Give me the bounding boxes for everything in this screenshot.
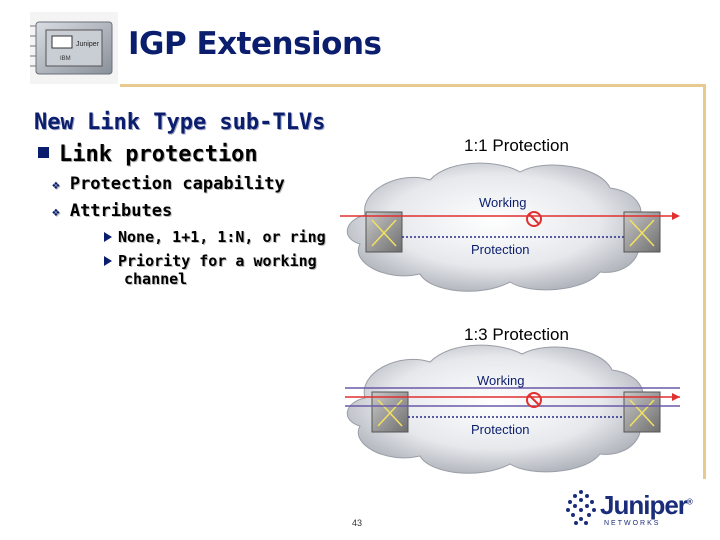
diagram-1-1 xyxy=(340,162,680,292)
attr-item-priority-cont: channel xyxy=(124,270,188,288)
sub-bullet-protection-capability: ❖Protection capability xyxy=(52,174,285,194)
diagram-1-title: 1:1 Protection xyxy=(464,136,569,155)
sub-bullet-attributes: ❖Attributes xyxy=(52,201,173,221)
fault-icon-2 xyxy=(526,392,542,408)
diagram-1-working-label: Working xyxy=(479,195,527,210)
cloud-1 xyxy=(347,162,642,292)
page-number: 43 xyxy=(352,518,363,528)
attr-item-types: None, 1+1, 1:N, or ring xyxy=(104,228,326,246)
cloud-2 xyxy=(347,344,644,474)
juniper-logo-icon xyxy=(566,490,596,525)
svg-text:IBM: IBM xyxy=(60,56,71,62)
triangle-bullet-icon xyxy=(104,256,112,266)
square-bullet-icon xyxy=(38,147,49,158)
diagram-1-protection-label: Protection xyxy=(471,242,530,257)
diagram-2-working-label: Working xyxy=(477,373,525,388)
logo-wordmark: Juniper® xyxy=(600,490,693,520)
title-underline xyxy=(120,84,705,87)
fault-icon-1 xyxy=(526,211,542,227)
logo-subtext: NETWORKS xyxy=(604,520,661,527)
triangle-bullet-icon xyxy=(104,232,112,242)
diamond-bullet-icon: ❖ xyxy=(52,178,60,193)
diagram-2-title: 1:3 Protection xyxy=(464,325,569,344)
chip-image: Juniper IBM xyxy=(30,12,118,84)
diagram-2-protection-label: Protection xyxy=(471,422,530,437)
section-heading: New Link Type sub-TLVs xyxy=(34,110,326,135)
attr-item-priority: Priority for a working xyxy=(104,252,317,270)
page-title: IGP Extensions xyxy=(128,26,382,62)
diamond-bullet-icon: ❖ xyxy=(52,205,60,220)
diagram-1-3 xyxy=(345,344,680,474)
svg-text:Juniper: Juniper xyxy=(76,41,100,48)
right-rule xyxy=(703,84,706,479)
bullet-link-protection: Link protection xyxy=(38,142,258,167)
